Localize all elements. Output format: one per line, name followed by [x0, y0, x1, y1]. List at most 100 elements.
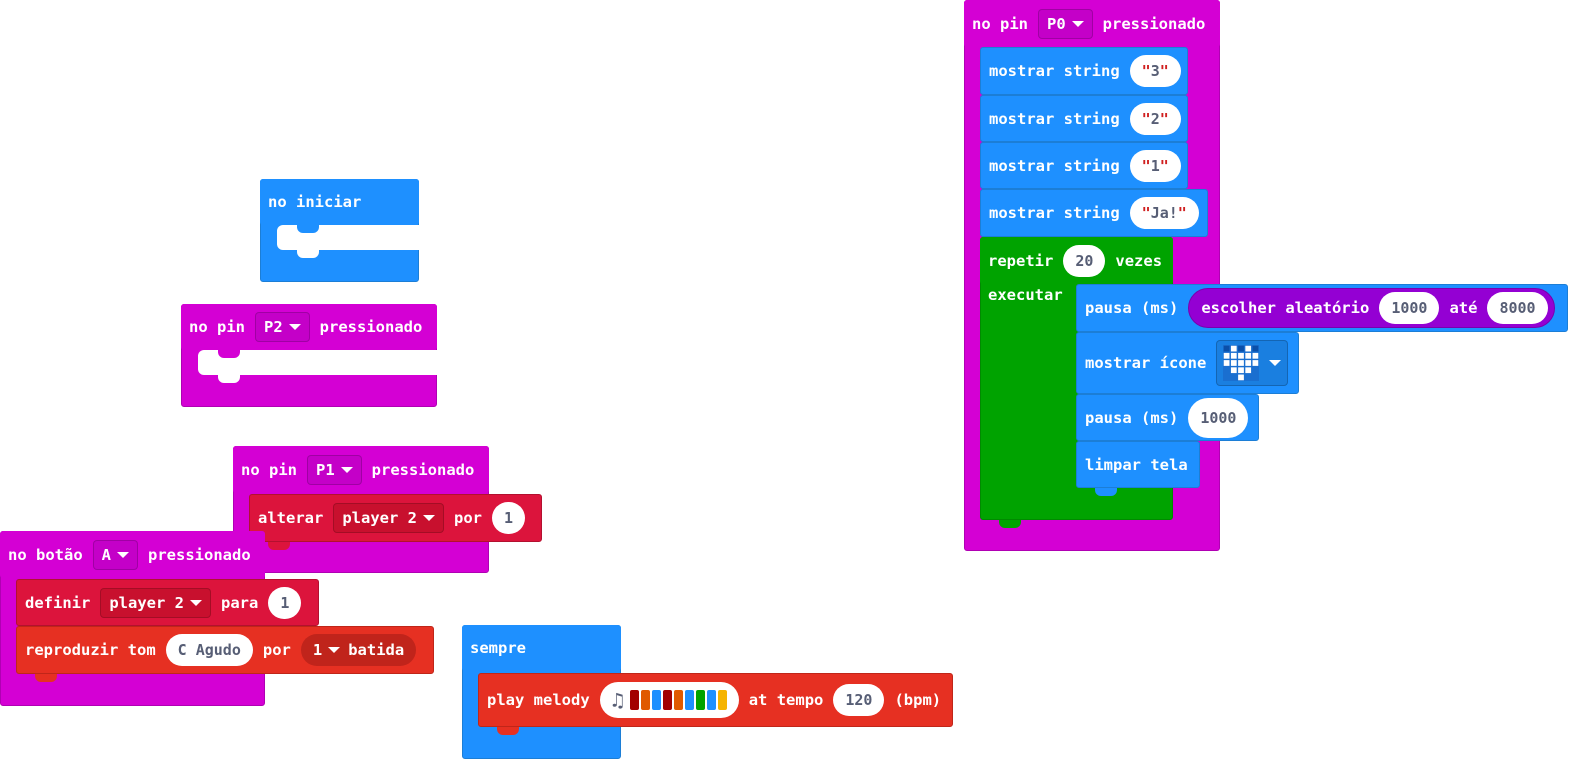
random-max-input[interactable]: 8000: [1487, 292, 1548, 324]
change-variable-name: player 2: [342, 509, 417, 527]
play-melody-notch: [497, 727, 519, 735]
melody-note-swatch: [706, 690, 716, 710]
play-melody-block[interactable]: play melody ♫ at tempo 120 (bpm): [478, 673, 953, 727]
repeat-notch: [999, 520, 1021, 528]
pin-p0-suffix: pressionado: [1102, 14, 1206, 33]
show-string-label: mostrar string: [989, 62, 1120, 80]
icon-dropdown[interactable]: [1216, 340, 1289, 386]
show-icon-block[interactable]: mostrar ícone: [1076, 332, 1299, 394]
random-block[interactable]: escolher aleatório 1000 até 8000: [1188, 288, 1555, 328]
random-min-input[interactable]: 1000: [1379, 292, 1440, 324]
tempo-input[interactable]: 120: [833, 684, 885, 716]
change-label: alterar: [258, 509, 324, 527]
melody-note-swatch: [651, 690, 661, 710]
random-to-label: até: [1449, 299, 1478, 317]
repeat-label: repetir: [988, 251, 1054, 270]
play-tone-notch: [35, 674, 57, 682]
string-input[interactable]: "1": [1129, 149, 1181, 182]
set-to-label: para: [220, 593, 259, 612]
repeat-do-label: executar: [988, 286, 1063, 304]
chevron-down-icon: [1269, 360, 1282, 366]
on-start-slot-notch: [297, 250, 319, 258]
chevron-down-icon: [288, 324, 301, 330]
pause-value-input[interactable]: 1000: [1188, 397, 1249, 438]
pin-p1-value: P1: [316, 460, 335, 479]
pin-p2-suffix: pressionado: [319, 318, 423, 336]
change-block-notch: [268, 542, 290, 550]
play-tone-for-label: por: [262, 641, 291, 659]
melody-note-swatch: [662, 690, 672, 710]
pin-p2-value: P2: [264, 318, 283, 336]
tempo-label: at tempo: [748, 691, 824, 709]
pin-p2-notch: [218, 350, 240, 358]
melody-note-swatch: [684, 690, 694, 710]
set-value-input[interactable]: 1: [268, 586, 302, 619]
chevron-down-icon: [117, 551, 129, 558]
show-string-label: mostrar string: [989, 204, 1120, 222]
note-input[interactable]: C Agudo: [165, 634, 253, 666]
show-icon-label: mostrar ícone: [1085, 354, 1207, 372]
show-string-label: mostrar string: [989, 156, 1120, 175]
string-input[interactable]: "2": [1129, 102, 1181, 135]
on-start-header[interactable]: no iniciar: [260, 179, 419, 225]
pause-random-block[interactable]: pausa (ms) escolher aleatório 1000 até 8…: [1076, 284, 1568, 332]
chevron-down-icon: [328, 647, 341, 653]
string-value: 2: [1150, 109, 1160, 128]
show-string-block[interactable]: mostrar string "1": [980, 142, 1188, 189]
forever-label: sempre: [470, 639, 526, 657]
random-label: escolher aleatório: [1201, 299, 1370, 317]
repeat-times-label: vezes: [1115, 251, 1163, 270]
forever-header[interactable]: sempre: [462, 625, 621, 671]
pin-p2-dropdown[interactable]: P2: [255, 312, 310, 342]
set-variable-dropdown[interactable]: player 2: [100, 587, 211, 618]
string-value: Ja!: [1150, 204, 1178, 222]
change-variable-block[interactable]: alterar player 2 por 1: [249, 494, 542, 542]
pin-p0-dropdown[interactable]: P0: [1038, 8, 1093, 39]
pause-block[interactable]: pausa (ms) 1000: [1076, 394, 1259, 441]
chevron-down-icon: [1071, 20, 1084, 27]
play-tone-label: reproduzir tom: [25, 641, 156, 659]
melody-note-swatch: [695, 690, 705, 710]
clear-screen-notch: [1095, 488, 1117, 496]
set-variable-name: player 2: [109, 593, 184, 612]
pin-p1-suffix: pressionado: [371, 460, 475, 479]
melody-field[interactable]: ♫: [599, 682, 739, 718]
pin-p1-dropdown[interactable]: P1: [307, 454, 362, 485]
melody-notes: [629, 690, 727, 710]
show-string-label: mostrar string: [989, 109, 1120, 128]
change-variable-dropdown[interactable]: player 2: [333, 503, 444, 533]
melody-note-swatch: [629, 690, 639, 710]
play-melody-label: play melody: [487, 691, 590, 709]
set-variable-block[interactable]: definir player 2 para 1: [16, 579, 319, 626]
pin-p2-header[interactable]: no pin P2 pressionado: [181, 304, 437, 350]
string-input[interactable]: "3": [1129, 55, 1181, 87]
beat-dropdown[interactable]: 1 batida: [300, 634, 417, 666]
repeat-times-input[interactable]: 20: [1063, 244, 1106, 277]
show-string-block[interactable]: mostrar string "3": [980, 47, 1188, 95]
tempo-unit: (bpm): [894, 691, 942, 709]
change-by-label: por: [453, 509, 482, 527]
pause-label: pausa (ms): [1085, 408, 1179, 427]
string-input[interactable]: "Ja!": [1129, 197, 1199, 229]
show-string-block[interactable]: mostrar string "2": [980, 95, 1188, 142]
button-dropdown[interactable]: A: [92, 539, 138, 570]
button-value: A: [101, 545, 111, 564]
pin-p1-prefix: no pin: [241, 460, 297, 479]
string-value: 1: [1150, 156, 1160, 175]
button-a-header[interactable]: no botão A pressionado: [0, 531, 265, 578]
clear-screen-block[interactable]: limpar tela: [1076, 441, 1200, 488]
repeat-header[interactable]: repetir 20 vezes: [980, 237, 1173, 284]
on-start-label: no iniciar: [268, 193, 362, 211]
pause-label: pausa (ms): [1085, 299, 1179, 317]
melody-note-swatch: [640, 690, 650, 710]
chevron-down-icon: [340, 466, 353, 473]
play-tone-block[interactable]: reproduzir tom C Agudo por 1 batida: [16, 626, 434, 674]
pin-p2-prefix: no pin: [189, 318, 245, 336]
chevron-down-icon: [189, 599, 202, 606]
pin-p0-header[interactable]: no pin P0 pressionado: [964, 0, 1220, 47]
change-value-input[interactable]: 1: [491, 502, 526, 534]
show-string-block[interactable]: mostrar string "Ja!": [980, 189, 1208, 237]
pin-p2-slot-notch: [218, 375, 240, 383]
melody-note-swatch: [717, 690, 727, 710]
pin-p1-header[interactable]: no pin P1 pressionado: [233, 446, 489, 493]
